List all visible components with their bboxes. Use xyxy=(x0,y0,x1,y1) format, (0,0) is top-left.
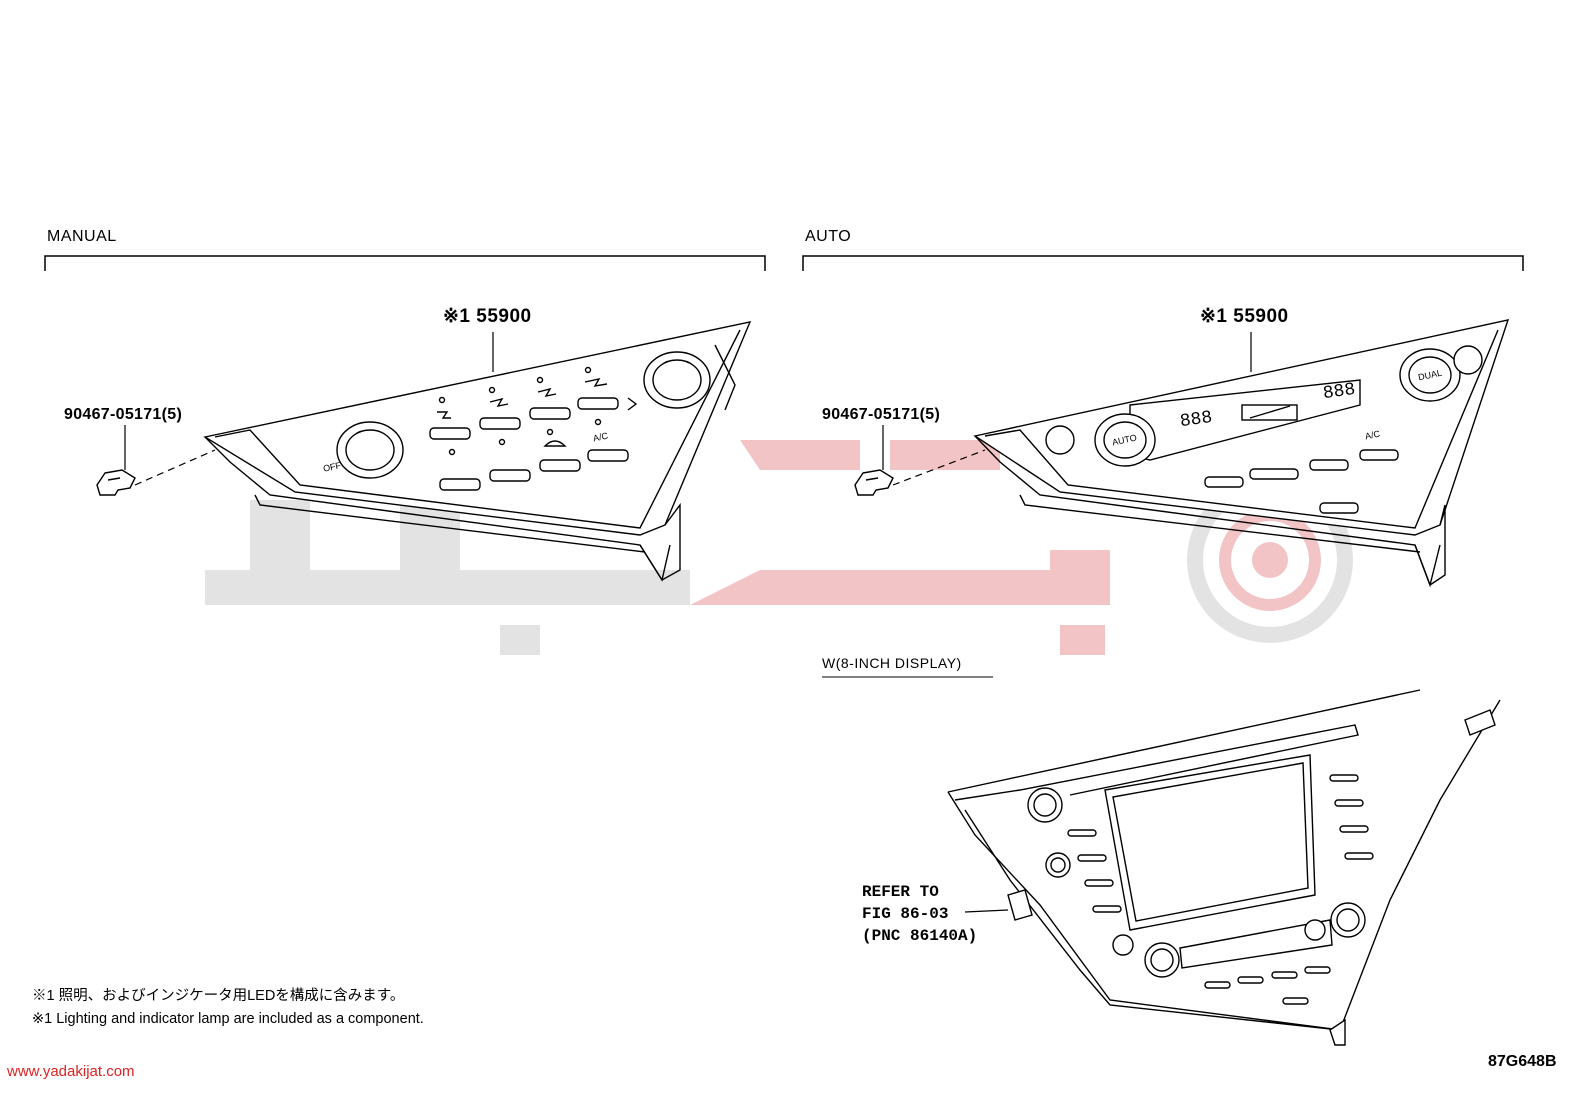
refer-line-2: FIG 86-03 xyxy=(862,905,949,923)
display-refer-leader xyxy=(964,909,1009,913)
refer-line-3: (PNC 86140A) xyxy=(862,927,978,945)
display-refer-text: REFER TO FIG 86-03 (PNC 86140A) xyxy=(862,881,977,947)
manual-clip-number: 90467-05171(5) xyxy=(64,406,183,423)
watermark-url: www.yadakijat.com xyxy=(7,1063,135,1080)
display-panel xyxy=(947,689,1501,1046)
auto-clip xyxy=(854,469,894,496)
manual-part-number: ※1 55900 xyxy=(443,306,532,327)
display-section-title: W(8-INCH DISPLAY) xyxy=(822,655,962,671)
manual-control-panel xyxy=(203,321,752,582)
auto-clip-number: 90467-05171(5) xyxy=(822,406,941,423)
footnote-japanese: ※1 照明、およびインジケータ用LEDを構成に含みます。 xyxy=(32,988,405,1004)
auto-clip-dashed xyxy=(892,449,986,486)
auto-part-number: ※1 55900 xyxy=(1200,306,1289,327)
footnote-english: ※1 Lighting and indicator lamp are inclu… xyxy=(32,1011,424,1027)
auto-section-title: AUTO xyxy=(805,228,852,245)
manual-bracket xyxy=(44,255,766,271)
diagram-code: 87G648B xyxy=(1488,1053,1557,1070)
refer-line-1: REFER TO xyxy=(862,883,939,901)
manual-section-title: MANUAL xyxy=(47,228,117,245)
auto-control-panel xyxy=(973,319,1510,588)
manual-clip xyxy=(96,469,136,496)
manual-clip-dashed xyxy=(134,449,216,486)
auto-bracket xyxy=(802,255,1524,271)
